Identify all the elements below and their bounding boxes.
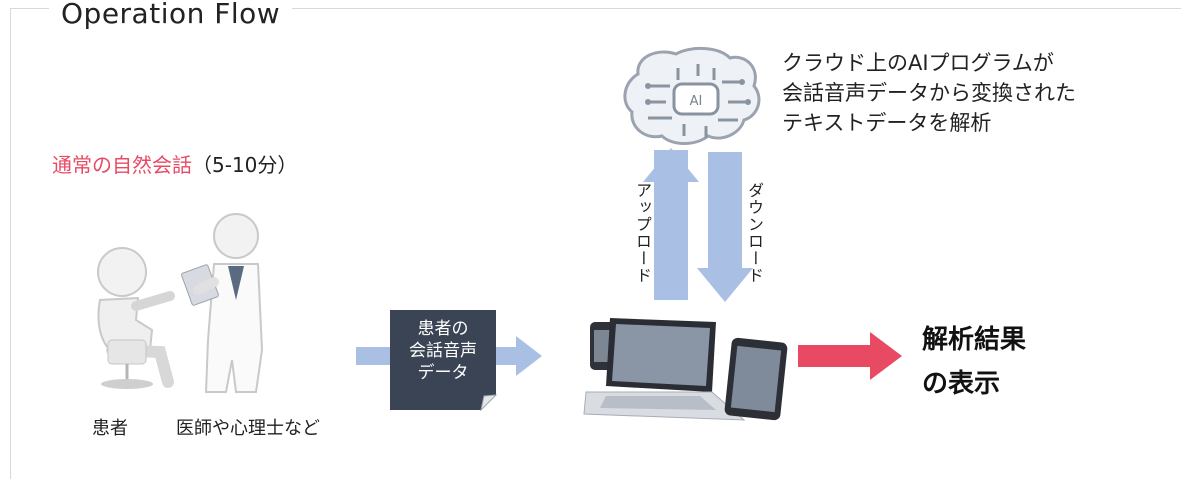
ai-badge: AI bbox=[690, 94, 703, 109]
document-line: 会話音声 bbox=[409, 341, 477, 361]
patient-figure bbox=[97, 247, 175, 389]
tablet-icon bbox=[724, 337, 788, 421]
document-line: 患者の bbox=[417, 319, 469, 339]
page-title: Operation Flow bbox=[49, 0, 293, 30]
arrow-to-devices bbox=[496, 336, 542, 376]
ai-description-line: 会話音声データから変換された bbox=[782, 81, 1076, 105]
ai-description-line: テキストデータを解析 bbox=[782, 111, 992, 135]
download-label: ダウンロード bbox=[745, 182, 764, 284]
patient-label: 患者 bbox=[92, 418, 128, 439]
flow-frame: Operation Flow bbox=[10, 0, 1181, 479]
ai-brain-icon: AI bbox=[623, 47, 761, 145]
clinician-figure bbox=[181, 213, 264, 393]
clinician-label: 医師や心理士など bbox=[176, 418, 320, 439]
result-line: 解析結果 bbox=[922, 325, 1027, 355]
ai-description-line: クラウド上のAIプログラムが bbox=[782, 51, 1054, 75]
result-arrow bbox=[798, 332, 902, 380]
conversation-caption: 通常の自然会話（5-10分） bbox=[52, 149, 297, 178]
conversation-duration: （5-10分） bbox=[192, 153, 298, 177]
conversation-highlight: 通常の自然会話 bbox=[52, 153, 192, 177]
arrow-to-document bbox=[356, 347, 390, 365]
document-text: 患者の 会話音声 データ bbox=[390, 318, 496, 384]
result-line: の表示 bbox=[922, 369, 1001, 399]
document-line: データ bbox=[417, 363, 469, 383]
result-text: 解析結果 の表示 bbox=[922, 318, 1026, 406]
upload-label: アップロード bbox=[633, 182, 652, 284]
laptop-icon bbox=[583, 318, 746, 421]
upload-arrow bbox=[643, 148, 699, 300]
ai-description: クラウド上のAIプログラムが 会話音声データから変換された テキストデータを解析 bbox=[782, 48, 1076, 138]
document-box bbox=[390, 310, 498, 412]
download-arrow bbox=[697, 152, 753, 302]
